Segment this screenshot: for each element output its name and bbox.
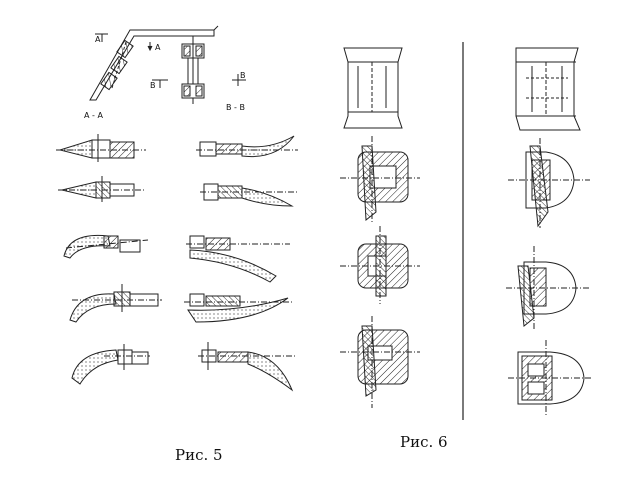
mark-b-left: В [150, 81, 156, 90]
fig5-right-column [184, 135, 298, 392]
figure-5-drawing: А А В В А - А [56, 25, 298, 392]
figure-6-drawing [340, 42, 592, 420]
fig5-section-view: А А В В А - А [84, 25, 246, 120]
figure-6-caption: Рис. 6 [400, 433, 448, 451]
fig5-left-column [56, 134, 162, 385]
figure-5-caption: Рис. 5 [175, 446, 223, 464]
section-label-a-a: А - А [84, 111, 103, 120]
fig6-left-column [340, 47, 420, 408]
mark-a-left: А [95, 35, 101, 44]
fig6-right-column [506, 47, 592, 416]
mark-b-right: В [240, 71, 246, 80]
section-label-b-b: В - В [226, 103, 245, 112]
mark-a-right: А [155, 43, 161, 52]
